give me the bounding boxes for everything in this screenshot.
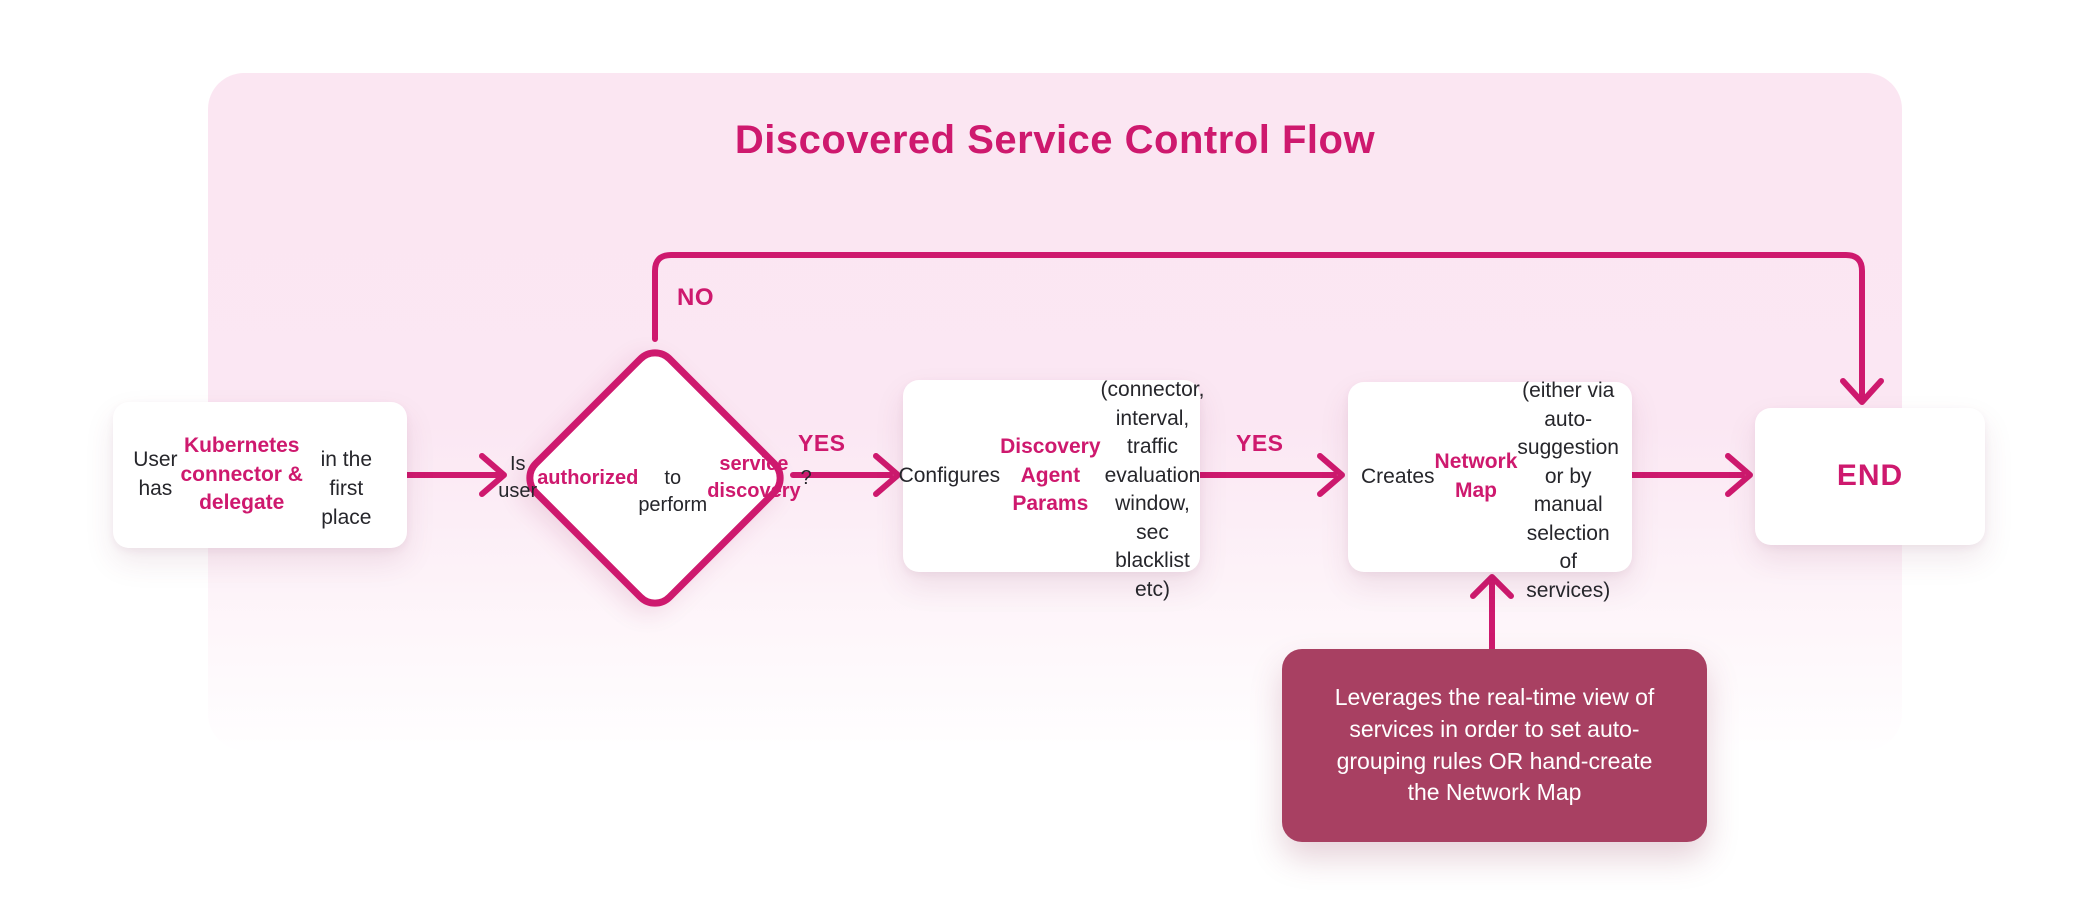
edge-label-no: NO [677, 284, 714, 311]
arrowhead-create-end [1725, 453, 1753, 497]
decision-diamond-text: Is user authorized to perform service di… [498, 453, 812, 516]
arrowhead-decision-configure [873, 453, 901, 497]
arrowhead-start-decision [479, 453, 507, 497]
node-create-network-map: Creates Network Map (either via auto- su… [1348, 379, 1632, 602]
page-title: Discovered Service Control Flow [734, 118, 1376, 162]
arrowhead-decision-end-no [1840, 378, 1884, 405]
note-leverages-realtime-view: Leverages the real-time view of services… [1282, 649, 1707, 842]
node-configure-discovery-agent-params: Configures Discovery Agent Params (conne… [898, 378, 1205, 601]
edge-decision-end-no [652, 252, 1865, 401]
edge-label-yes-2: YES [1236, 430, 1284, 456]
arrowhead-note-create [1470, 574, 1514, 599]
node-decision-authorized: Is user authorized to perform service di… [498, 339, 812, 617]
arrowhead-configure-create [1317, 453, 1345, 497]
edge-label-yes-1: YES [798, 430, 846, 456]
node-start-kubernetes-connector: User has Kubernetes connector & delegate… [113, 402, 407, 548]
node-end: END [1755, 408, 1985, 545]
